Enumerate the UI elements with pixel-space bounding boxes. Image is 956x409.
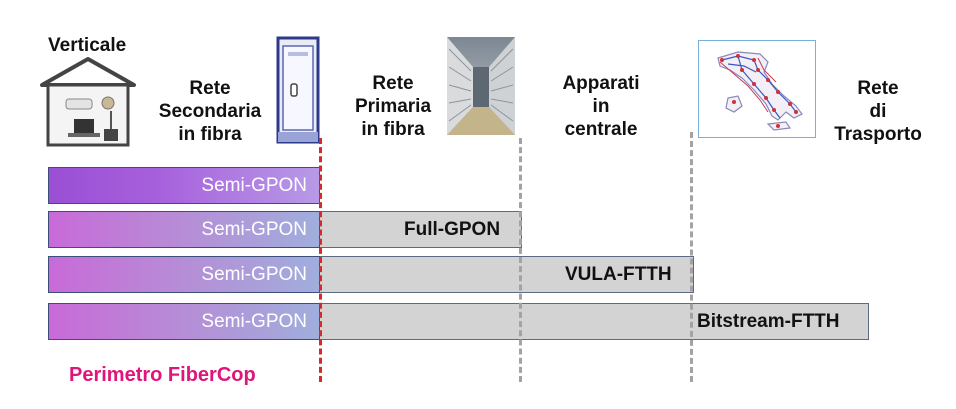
semi-gpon-bar-1: Semi-GPON [48, 167, 320, 204]
cabinet-icon [276, 36, 320, 144]
header-primaria: Rete Primaria in fibra [346, 72, 440, 141]
central-office-photo [447, 37, 515, 135]
header-trasporto: Rete di Trasporto [826, 77, 930, 146]
divider-centrale-trasporto [690, 132, 693, 382]
header-trasporto-line1: Rete [857, 78, 899, 99]
header-trasporto-line3: Trasporto [834, 124, 922, 145]
header-secondaria-line1: Rete [189, 78, 231, 99]
header-verticale: Verticale [48, 35, 127, 56]
header-secondaria-line2: Secondaria [158, 101, 262, 122]
semi-gpon-bar-3: Semi-GPON [48, 256, 320, 293]
bitstream-ftth-label: Bitstream-FTTH [697, 311, 840, 332]
fibercop-perimeter-line [319, 138, 322, 382]
header-centrale-line3: centrale [564, 119, 638, 140]
vula-ftth-label: VULA-FTTH [565, 264, 672, 285]
italy-network-map [698, 40, 816, 138]
header-secondaria: Rete Secondaria in fibra [146, 77, 274, 146]
full-gpon-bar [318, 211, 522, 248]
semi-gpon-bar-4: Semi-GPON [48, 303, 320, 340]
house-icon [38, 55, 138, 150]
header-secondaria-line3: in fibra [178, 124, 242, 145]
header-centrale-line2: in [592, 96, 610, 117]
header-primaria-line1: Rete [372, 73, 414, 94]
perimeter-label: Perimetro FiberCop [69, 364, 256, 386]
bitstream-ftth-bar [318, 303, 869, 340]
header-centrale: Apparati in centrale [548, 72, 654, 141]
full-gpon-label: Full-GPON [404, 219, 501, 240]
header-primaria-line3: in fibra [361, 119, 425, 140]
header-centrale-line1: Apparati [562, 73, 640, 94]
header-primaria-line2: Primaria [354, 96, 432, 117]
semi-gpon-bar-2: Semi-GPON [48, 211, 320, 248]
divider-primaria-centrale [519, 138, 522, 382]
header-trasporto-line2: di [869, 101, 887, 122]
